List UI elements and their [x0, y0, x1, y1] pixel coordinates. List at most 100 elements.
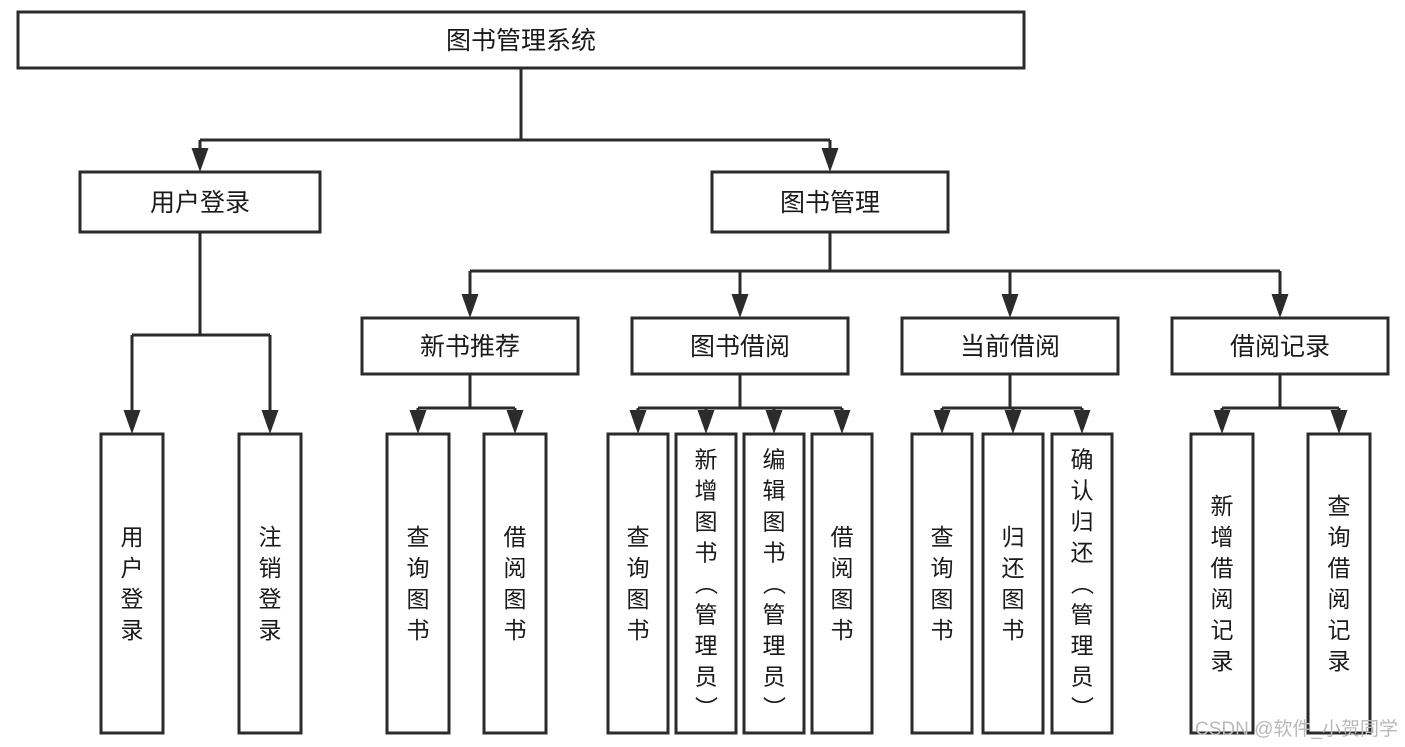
node-level1-1[interactable]: 图书管理 — [710, 170, 950, 234]
connector-layer — [123, 68, 1348, 434]
node-leaf-10-label-char: 确 — [1071, 447, 1094, 473]
node-leaf-3-label-char: 书 — [504, 617, 527, 643]
node-leaf-5-box[interactable] — [674, 432, 738, 735]
node-leaf-9-box[interactable] — [981, 432, 1045, 735]
node-level2-1[interactable]: 图书借阅 — [630, 316, 850, 376]
node-leaf-1-box[interactable] — [237, 432, 303, 735]
node-leaf-6-label-char: ） — [761, 696, 787, 719]
node-leaf-12-label-char: 录 — [1328, 648, 1351, 674]
node-leaf-1-label-char: 销 — [259, 555, 282, 581]
node-level2-3-box[interactable] — [1170, 316, 1390, 376]
node-leaf-6-label-char: 图 — [763, 509, 786, 535]
node-leaf-4-label-char: 图 — [627, 586, 650, 612]
node-leaf-10-label-char: 理 — [1071, 633, 1094, 659]
node-layer: 图书管理系统用户登录图书管理新书推荐图书借阅当前借阅借阅记录用户登录注销登录查询… — [16, 10, 1390, 735]
node-leaf-0-label-char: 用 — [121, 524, 144, 550]
node-leaf-9-label-char: 归 — [1002, 524, 1025, 550]
node-leaf-11-label-char: 记 — [1211, 617, 1234, 643]
node-level1-0-label: 用户登录 — [150, 189, 250, 217]
node-leaf-8-box[interactable] — [910, 432, 974, 735]
node-leaf-2-label-char: 图 — [407, 586, 430, 612]
node-level2-3[interactable]: 借阅记录 — [1170, 316, 1390, 376]
node-root[interactable]: 图书管理系统 — [16, 10, 1026, 70]
node-leaf-12-box[interactable] — [1306, 432, 1372, 735]
node-leaf-0[interactable]: 用户登录 — [99, 432, 165, 735]
node-level1-0-box[interactable] — [78, 170, 322, 234]
node-leaf-10-label-char: 归 — [1071, 509, 1094, 535]
node-leaf-7-label-char: 图 — [831, 586, 854, 612]
node-leaf-1-label-char: 登 — [259, 586, 282, 612]
node-root-label: 图书管理系统 — [446, 27, 596, 55]
node-leaf-10-label-char: 管 — [1071, 602, 1094, 628]
node-leaf-8-label-char: 查 — [931, 524, 954, 550]
node-leaf-12-label-char: 借 — [1328, 555, 1351, 581]
node-leaf-11-label-char: 增 — [1211, 524, 1234, 550]
arrow-head-icon — [1271, 294, 1289, 318]
node-leaf-5-label-char: 员 — [695, 664, 718, 690]
node-leaf-10-box[interactable] — [1050, 432, 1114, 735]
node-leaf-7-box[interactable] — [810, 432, 874, 735]
arrow-head-icon — [933, 410, 951, 434]
node-leaf-5-label-char: 新 — [695, 447, 718, 473]
node-leaf-0-label-char: 户 — [121, 555, 144, 581]
node-level2-2[interactable]: 当前借阅 — [900, 316, 1120, 376]
node-leaf-6-box[interactable] — [742, 432, 806, 735]
arrow-head-icon — [833, 410, 851, 434]
node-leaf-11-label-char: 阅 — [1211, 586, 1234, 612]
node-level1-0[interactable]: 用户登录 — [78, 170, 322, 234]
arrow-head-icon — [765, 410, 783, 434]
node-level2-3-label: 借阅记录 — [1230, 333, 1330, 361]
arrow-head-icon — [506, 410, 524, 434]
node-leaf-4-label-char: 查 — [627, 524, 650, 550]
node-leaf-6-label-char: 员 — [763, 664, 786, 690]
node-leaf-2-label-char: 查 — [407, 524, 430, 550]
node-leaf-4-label-char: 询 — [627, 555, 650, 581]
node-leaf-12-label-char: 阅 — [1328, 586, 1351, 612]
node-leaf-11-label-char: 借 — [1211, 555, 1234, 581]
node-leaf-5-label-char: ） — [693, 696, 719, 719]
arrow-head-icon — [123, 410, 141, 434]
node-leaf-10-label-char: ） — [1069, 696, 1095, 719]
node-level2-0[interactable]: 新书推荐 — [360, 316, 580, 376]
node-leaf-8-label-char: 询 — [931, 555, 954, 581]
arrow-head-icon — [1001, 294, 1019, 318]
node-leaf-5-label-char: 书 — [695, 540, 718, 566]
node-level1-1-box[interactable] — [710, 170, 950, 234]
node-leaf-10-label-char: 还 — [1071, 540, 1094, 566]
node-leaf-6-label-char: 管 — [763, 602, 786, 628]
node-leaf-12-label-char: 询 — [1328, 524, 1351, 550]
node-root-box[interactable] — [16, 10, 1026, 70]
arrow-head-icon — [731, 294, 749, 318]
node-level2-2-box[interactable] — [900, 316, 1120, 376]
node-leaf-9-label-char: 还 — [1002, 555, 1025, 581]
node-level2-0-box[interactable] — [360, 316, 580, 376]
node-leaf-4-box[interactable] — [606, 432, 670, 735]
node-leaf-5-label-char: 管 — [695, 602, 718, 628]
node-leaf-0-box[interactable] — [99, 432, 165, 735]
node-leaf-9-label-char: 书 — [1002, 617, 1025, 643]
node-leaf-3-box[interactable] — [482, 432, 548, 735]
arrow-head-icon — [821, 148, 839, 172]
arrow-head-icon — [697, 410, 715, 434]
arrow-head-icon — [1004, 410, 1022, 434]
node-level2-1-box[interactable] — [630, 316, 850, 376]
node-leaf-8-label-char: 书 — [931, 617, 954, 643]
node-leaf-1-label-char: 录 — [259, 617, 282, 643]
node-leaf-11-box[interactable] — [1189, 432, 1255, 735]
arrow-head-icon — [1213, 410, 1231, 434]
node-leaf-2-box[interactable] — [385, 432, 451, 735]
